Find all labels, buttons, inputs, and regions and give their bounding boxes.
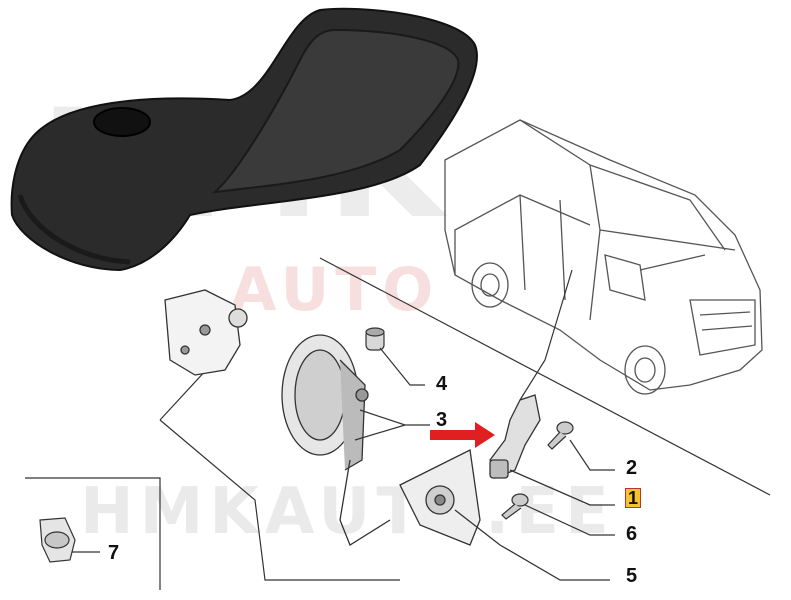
pointer-arrow-icon bbox=[430, 422, 495, 448]
callout-2: 2 bbox=[626, 457, 638, 479]
clip-part-7 bbox=[39, 517, 100, 563]
callout-1: 1 bbox=[625, 488, 642, 508]
door-handle-icon bbox=[10, 7, 478, 272]
screw-part-6 bbox=[501, 493, 615, 536]
door-lock-icon bbox=[164, 289, 248, 376]
screw-part-2 bbox=[547, 421, 615, 471]
watermark-auto: AUTO bbox=[230, 255, 440, 325]
callout-5: 5 bbox=[626, 565, 638, 587]
callout-4: 4 bbox=[436, 373, 448, 395]
callout-7: 7 bbox=[108, 542, 120, 564]
bushing-part-4 bbox=[365, 327, 425, 386]
leader-part-3 bbox=[354, 409, 430, 441]
inner-handle-part-3 bbox=[281, 334, 391, 546]
callout-6: 6 bbox=[626, 523, 638, 545]
van-icon bbox=[444, 119, 763, 395]
leader-lines bbox=[25, 257, 771, 590]
callout-3: 3 bbox=[436, 409, 448, 431]
bracket-part-5 bbox=[399, 449, 610, 581]
handle-lever-part-1 bbox=[489, 394, 615, 506]
